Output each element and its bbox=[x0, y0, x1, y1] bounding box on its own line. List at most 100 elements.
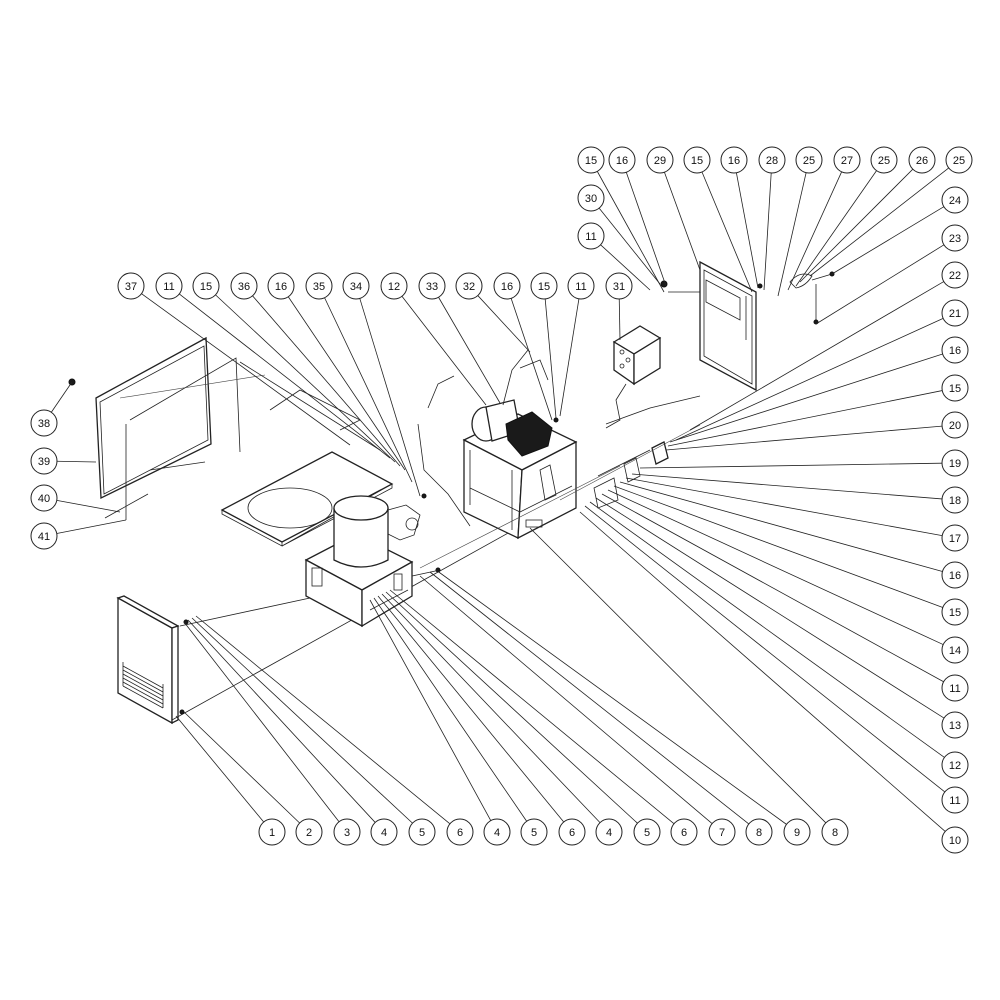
assembly-centerlines bbox=[119, 374, 701, 569]
callout-circle bbox=[821, 818, 849, 846]
callout-circle bbox=[941, 374, 969, 402]
callout-circle bbox=[605, 272, 633, 300]
callout-bubble: 13 bbox=[941, 711, 969, 739]
callout-circle bbox=[230, 272, 258, 300]
callout-bubble: 15 bbox=[941, 374, 969, 402]
callout-label: 16 bbox=[616, 155, 628, 167]
callout-circle bbox=[333, 818, 361, 846]
leader-line bbox=[252, 295, 401, 467]
callout-bubble: 11 bbox=[941, 786, 969, 814]
rear-panel-part bbox=[95, 336, 381, 520]
callout-label: 5 bbox=[419, 827, 425, 839]
callout-bubble: 11 bbox=[155, 272, 183, 300]
leader-line bbox=[141, 293, 351, 446]
callout-bubble: 5 bbox=[633, 818, 661, 846]
leader-line bbox=[377, 595, 565, 823]
leader-line bbox=[736, 172, 759, 289]
callout-circle bbox=[708, 818, 736, 846]
callout-label: 25 bbox=[803, 155, 815, 167]
callout-circle bbox=[577, 184, 605, 212]
callout-label: 32 bbox=[463, 281, 475, 293]
leader-line bbox=[584, 505, 946, 793]
callout-circle bbox=[795, 146, 823, 174]
callout-bubble: 15 bbox=[941, 598, 969, 626]
callout-circle bbox=[745, 818, 773, 846]
leader-line bbox=[799, 168, 914, 283]
callout-bubble: 14 bbox=[941, 636, 969, 664]
callout-circle bbox=[446, 818, 474, 846]
callout-label: 8 bbox=[832, 827, 838, 839]
leader-line bbox=[544, 298, 557, 419]
callout-bubble: 8 bbox=[745, 818, 773, 846]
callout-label: 15 bbox=[200, 281, 212, 293]
leader-line bbox=[831, 206, 945, 275]
leader-line bbox=[529, 527, 827, 824]
leader-line bbox=[381, 593, 601, 823]
callout-label: 14 bbox=[949, 645, 961, 657]
callout-bubble: 5 bbox=[520, 818, 548, 846]
leader-line bbox=[419, 575, 713, 824]
callout-label: 38 bbox=[38, 418, 50, 430]
tank-chassis-part bbox=[304, 495, 421, 628]
callout-bubble: 16 bbox=[941, 336, 969, 364]
callout-circle bbox=[608, 146, 636, 174]
leader-line bbox=[183, 621, 340, 822]
callout-label: 19 bbox=[949, 458, 961, 470]
callout-bubble: 11 bbox=[577, 222, 605, 250]
callout-circle bbox=[258, 818, 286, 846]
callout-circle bbox=[455, 272, 483, 300]
callout-label: 1 bbox=[269, 827, 275, 839]
callout-bubble: 39 bbox=[30, 447, 58, 475]
callout-bubble: 16 bbox=[720, 146, 748, 174]
callout-circle bbox=[646, 146, 674, 174]
callout-circle bbox=[683, 146, 711, 174]
leader-line bbox=[795, 170, 877, 287]
callout-label: 11 bbox=[163, 281, 174, 293]
leader-line bbox=[601, 493, 944, 683]
callout-label: 15 bbox=[691, 155, 703, 167]
callout-label: 16 bbox=[728, 155, 740, 167]
callout-bubble: 8 bbox=[821, 818, 849, 846]
callout-bubble: 15 bbox=[530, 272, 558, 300]
front-panel-part bbox=[116, 531, 511, 725]
callout-label: 39 bbox=[38, 456, 50, 468]
callout-label: 16 bbox=[275, 281, 287, 293]
callout-circle bbox=[941, 186, 969, 214]
callout-circle bbox=[941, 674, 969, 702]
leader-line bbox=[559, 298, 580, 417]
callout-label: 27 bbox=[841, 155, 853, 167]
callout-bubble: 4 bbox=[370, 818, 398, 846]
callout-label: 8 bbox=[756, 827, 762, 839]
callout-circle bbox=[870, 146, 898, 174]
leader-line bbox=[595, 497, 945, 719]
callout-bubble: 9 bbox=[783, 818, 811, 846]
callout-circle bbox=[530, 272, 558, 300]
parts-drawing bbox=[68, 260, 835, 725]
callout-circle bbox=[595, 818, 623, 846]
callout-label: 30 bbox=[585, 193, 597, 205]
callout-bubble: 26 bbox=[908, 146, 936, 174]
leader-line bbox=[675, 318, 944, 441]
leader-line bbox=[664, 172, 701, 271]
callout-circle bbox=[945, 146, 973, 174]
leader-line bbox=[689, 281, 944, 431]
callout-label: 20 bbox=[949, 420, 961, 432]
callout-label: 4 bbox=[606, 827, 612, 839]
leader-line bbox=[777, 172, 807, 297]
callout-label: 34 bbox=[350, 281, 362, 293]
callout-circle bbox=[908, 146, 936, 174]
callout-label: 25 bbox=[878, 155, 890, 167]
callout-bubble: 6 bbox=[670, 818, 698, 846]
callout-bubble: 25 bbox=[870, 146, 898, 174]
callout-label: 15 bbox=[949, 383, 961, 395]
leader-line bbox=[56, 460, 97, 463]
callout-circle bbox=[30, 409, 58, 437]
leader-line bbox=[477, 295, 531, 353]
callout-circle bbox=[155, 272, 183, 300]
callout-circle bbox=[941, 524, 969, 552]
callout-bubble: 21 bbox=[941, 299, 969, 327]
callout-circle bbox=[670, 818, 698, 846]
callout-bubble: 36 bbox=[230, 272, 258, 300]
callout-circle bbox=[408, 818, 436, 846]
leader-line bbox=[373, 597, 527, 822]
